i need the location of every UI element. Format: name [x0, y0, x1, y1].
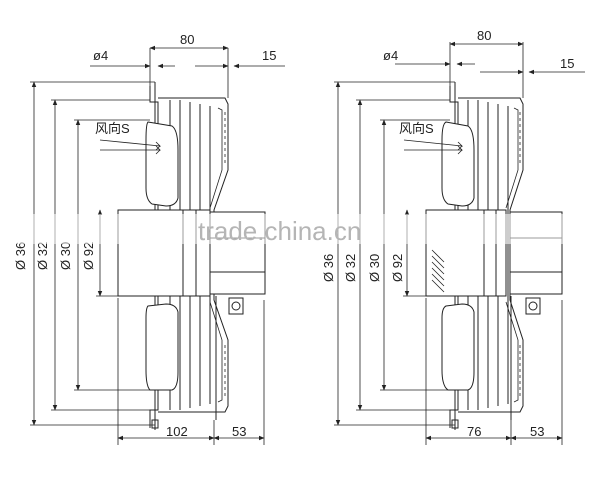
right-top-dims: 80 ø4 15 [383, 28, 585, 98]
right-motor-label: 53 [530, 424, 544, 439]
left-depth-label: 102 [166, 424, 188, 439]
left-diameter-dims: Ø 36 Ø 32 Ø 30 Ø 92 [13, 81, 155, 426]
right-phi-4-label: ø4 [383, 48, 398, 63]
right-offset-15-label: 15 [560, 56, 574, 71]
left-dia-92-label: Ø 92 [81, 242, 96, 270]
left-dia-32-label: Ø 32 [35, 242, 50, 270]
left-wind-label: 风向S [95, 121, 130, 136]
left-offset-15-label: 15 [262, 48, 276, 63]
right-depth-label: 76 [467, 424, 481, 439]
right-bottom-dims: 76 53 [425, 298, 563, 445]
right-dia-92-label: Ø 92 [390, 254, 405, 282]
right-dia-36-label: Ø 36 [321, 254, 336, 282]
right-dia-30-label: Ø 30 [367, 254, 382, 282]
left-motor-label: 53 [232, 424, 246, 439]
left-top-dims: 80 ø4 15 [90, 32, 285, 98]
right-diameter-dims: Ø 36 Ø 32 Ø 30 Ø 92 [321, 81, 455, 426]
left-width-80-label: 80 [180, 32, 194, 47]
left-dia-30-label: Ø 30 [58, 242, 73, 270]
right-coil-hatch [431, 249, 445, 293]
right-dia-32-label: Ø 32 [343, 254, 358, 282]
left-dia-36-label: Ø 36 [13, 242, 28, 270]
left-fan-view: Ø 36 Ø 32 Ø 30 Ø 92 80 ø4 15 [13, 32, 285, 445]
right-wind-direction: 风向S [399, 121, 464, 155]
left-phi-4-label: ø4 [93, 48, 108, 63]
right-width-80-label: 80 [477, 28, 491, 43]
left-wind-direction: 风向S [95, 121, 162, 155]
left-bottom-dims: 102 53 [117, 298, 265, 445]
watermark: trade.china.cn [0, 214, 600, 246]
right-wind-label: 风向S [399, 121, 434, 136]
right-fan-body [425, 82, 563, 430]
watermark-text: trade.china.cn [198, 216, 361, 246]
left-fan-body [117, 82, 266, 430]
